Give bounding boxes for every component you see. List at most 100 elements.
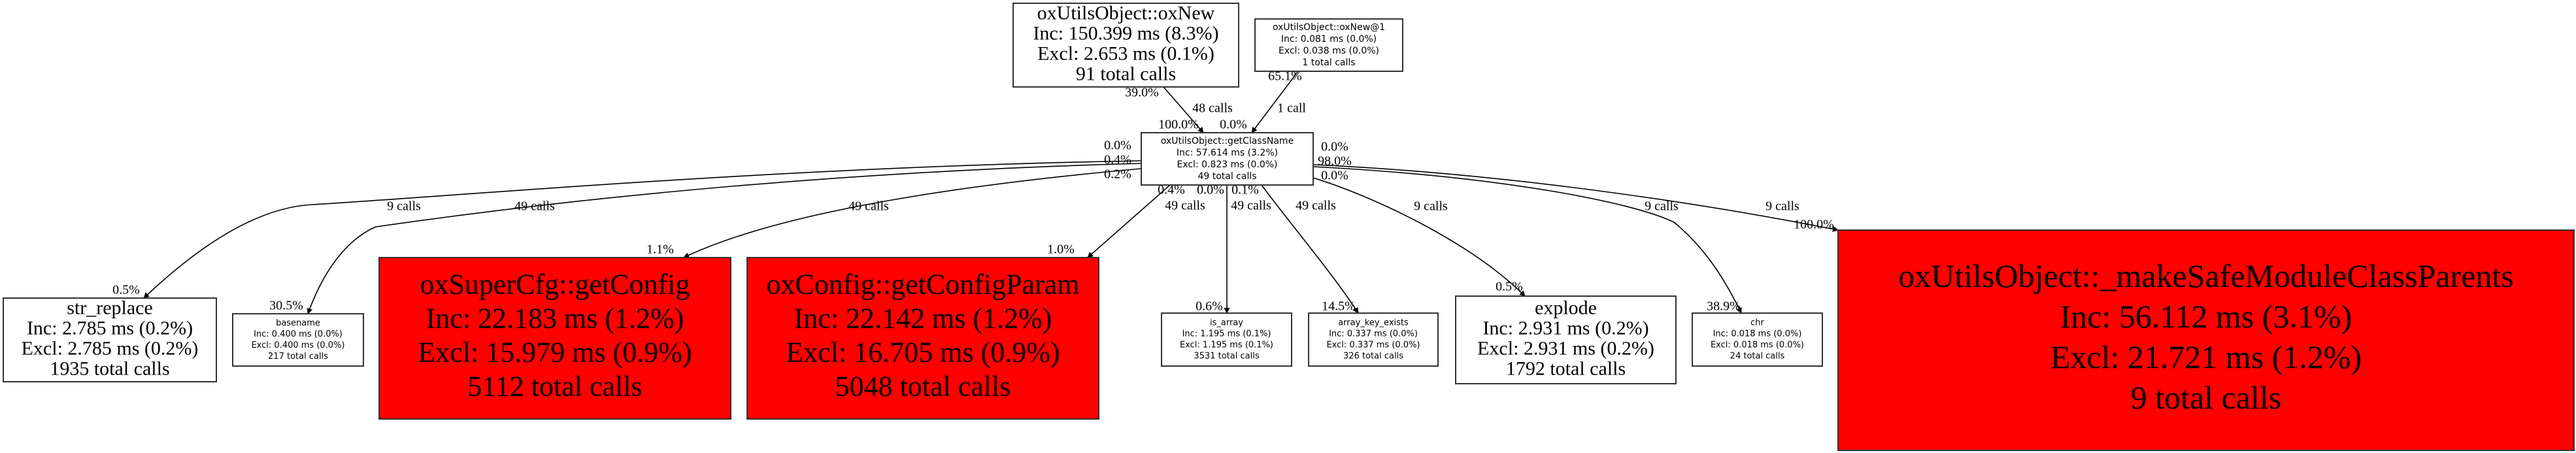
edge-line xyxy=(1313,177,1526,297)
edge-head-percent: 0.5% xyxy=(1496,280,1523,294)
node-inclusive-time: Inc: 1.195 ms (0.1%) xyxy=(1182,329,1271,339)
node-box[interactable] xyxy=(378,257,731,420)
node-inclusive-time: Inc: 150.399 ms (8.3%) xyxy=(1033,22,1218,44)
edge-head-percent: 100.0% xyxy=(1794,218,1834,232)
node-inclusive-time: Inc: 0.018 ms (0.0%) xyxy=(1713,329,1802,339)
edge-line xyxy=(307,163,1142,314)
node-inclusive-time: Inc: 0.337 ms (0.0%) xyxy=(1329,329,1418,339)
node-exclusive-time: Excl: 21.721 ms (1.2%) xyxy=(2050,339,2362,375)
node-function-name: is_array xyxy=(1210,318,1243,328)
node-function-name: oxSuperCfg::getConfig xyxy=(420,269,690,301)
node-box[interactable] xyxy=(232,313,364,367)
node-inclusive-time: Inc: 57.614 ms (3.2%) xyxy=(1177,148,1278,158)
edge-calls-label: 49 calls xyxy=(1231,199,1271,213)
node-exclusive-time: Excl: 0.823 ms (0.0%) xyxy=(1177,159,1277,170)
edge-line xyxy=(683,168,1142,258)
node-exclusive-time: Excl: 15.979 ms (0.9%) xyxy=(418,337,692,369)
edge-tail-percent: 0.1% xyxy=(1231,183,1259,197)
node-total-calls: 217 total calls xyxy=(268,352,328,361)
edge-head-percent: 0.6% xyxy=(1196,299,1223,314)
edge-tail-percent: 65.1% xyxy=(1268,69,1302,84)
node-function-name: str_replace xyxy=(67,297,153,318)
node-box[interactable] xyxy=(1141,132,1314,186)
edge-calls-label: 49 calls xyxy=(1165,199,1205,213)
node-exclusive-time: Excl: 16.705 ms (0.9%) xyxy=(786,337,1060,369)
edge-calls-label: 9 calls xyxy=(387,199,421,214)
node-exclusive-time: Excl: 2.931 ms (0.2%) xyxy=(1477,337,1654,359)
edge-head-percent: 0.5% xyxy=(112,283,140,297)
edge-tail-percent: 0.0% xyxy=(1321,140,1348,154)
edge-calls-label: 48 calls xyxy=(1192,101,1233,116)
node-box[interactable] xyxy=(1455,295,1677,384)
node-box[interactable] xyxy=(1161,312,1292,367)
node-function-name: basename xyxy=(276,318,320,328)
node-total-calls: 24 total calls xyxy=(1730,352,1785,361)
edge-line xyxy=(1163,86,1204,133)
edge-line xyxy=(1313,166,1742,314)
edge-tail-percent: 0.4% xyxy=(1158,183,1185,197)
edge-calls-label: 1 call xyxy=(1277,101,1306,116)
node-total-calls: 3531 total calls xyxy=(1194,352,1259,361)
edge-head-percent: 30.5% xyxy=(269,299,303,313)
edge-calls-label: 9 calls xyxy=(1414,199,1448,214)
node-exclusive-time: Excl: 0.038 ms (0.0%) xyxy=(1279,46,1379,56)
node-total-calls: 326 total calls xyxy=(1343,352,1403,361)
edge-head-percent: 14.5% xyxy=(1322,299,1356,314)
node-function-name: oxConfig::getConfigParam xyxy=(766,269,1079,301)
edge-tail-percent: 0.0% xyxy=(1104,139,1131,153)
edge-head-percent: 0.0% xyxy=(1220,118,1247,132)
node-total-calls: 1 total calls xyxy=(1302,58,1355,68)
node-exclusive-time: Excl: 2.785 ms (0.2%) xyxy=(22,337,199,359)
node-box[interactable] xyxy=(1692,312,1823,367)
node-function-name: oxUtilsObject::getClassName xyxy=(1161,136,1294,146)
node-function-name: oxUtilsObject::oxNew@1 xyxy=(1273,22,1385,33)
node-inclusive-time: Inc: 0.081 ms (0.0%) xyxy=(1281,34,1377,44)
node-box[interactable] xyxy=(1308,312,1439,367)
edge-line xyxy=(1251,71,1299,133)
edge-getClassName-to-str_replace: 9 calls 0.0% 0.5% xyxy=(112,139,1142,299)
node-total-calls: 9 total calls xyxy=(2131,379,2282,416)
node-box[interactable] xyxy=(3,297,217,382)
node-exclusive-time: Excl: 1.195 ms (0.1%) xyxy=(1180,341,1273,350)
edge-oxNew1-to-getClassName: 1 call 65.1% 0.0% xyxy=(1220,69,1306,133)
edge-tail-percent: 98.0% xyxy=(1318,154,1352,169)
edge-head-percent: 1.1% xyxy=(646,243,674,257)
node-inclusive-time: Inc: 22.142 ms (1.2%) xyxy=(794,303,1052,335)
edge-line xyxy=(1087,184,1171,258)
node-box[interactable] xyxy=(1012,3,1239,88)
node-inclusive-time: Inc: 2.931 ms (0.2%) xyxy=(1482,317,1648,339)
node-box[interactable] xyxy=(1837,229,2575,451)
edge-tail-percent: 0.0% xyxy=(1197,183,1224,197)
node-inclusive-time: Inc: 22.183 ms (1.2%) xyxy=(426,303,684,335)
edge-line xyxy=(1313,164,1839,232)
node-box[interactable] xyxy=(746,257,1099,420)
edge-tail-percent: 0.4% xyxy=(1104,153,1131,167)
edge-calls-label: 49 calls xyxy=(848,199,889,214)
node-box[interactable] xyxy=(1254,18,1403,72)
node-function-name: array_key_exists xyxy=(1338,318,1409,328)
node-total-calls: 1935 total calls xyxy=(50,358,169,379)
edge-getClassName-to-basename: 49 calls 0.4% 30.5% xyxy=(269,153,1142,314)
node-exclusive-time: Excl: 0.337 ms (0.0%) xyxy=(1326,341,1420,350)
node-inclusive-time: Inc: 56.112 ms (3.1%) xyxy=(2060,298,2352,335)
edge-calls-label: 49 calls xyxy=(514,199,555,214)
edge-line xyxy=(1261,184,1359,314)
node-makeSafe[interactable]: oxUtilsObject::_makeSafeModuleClassParen… xyxy=(1837,229,2575,451)
